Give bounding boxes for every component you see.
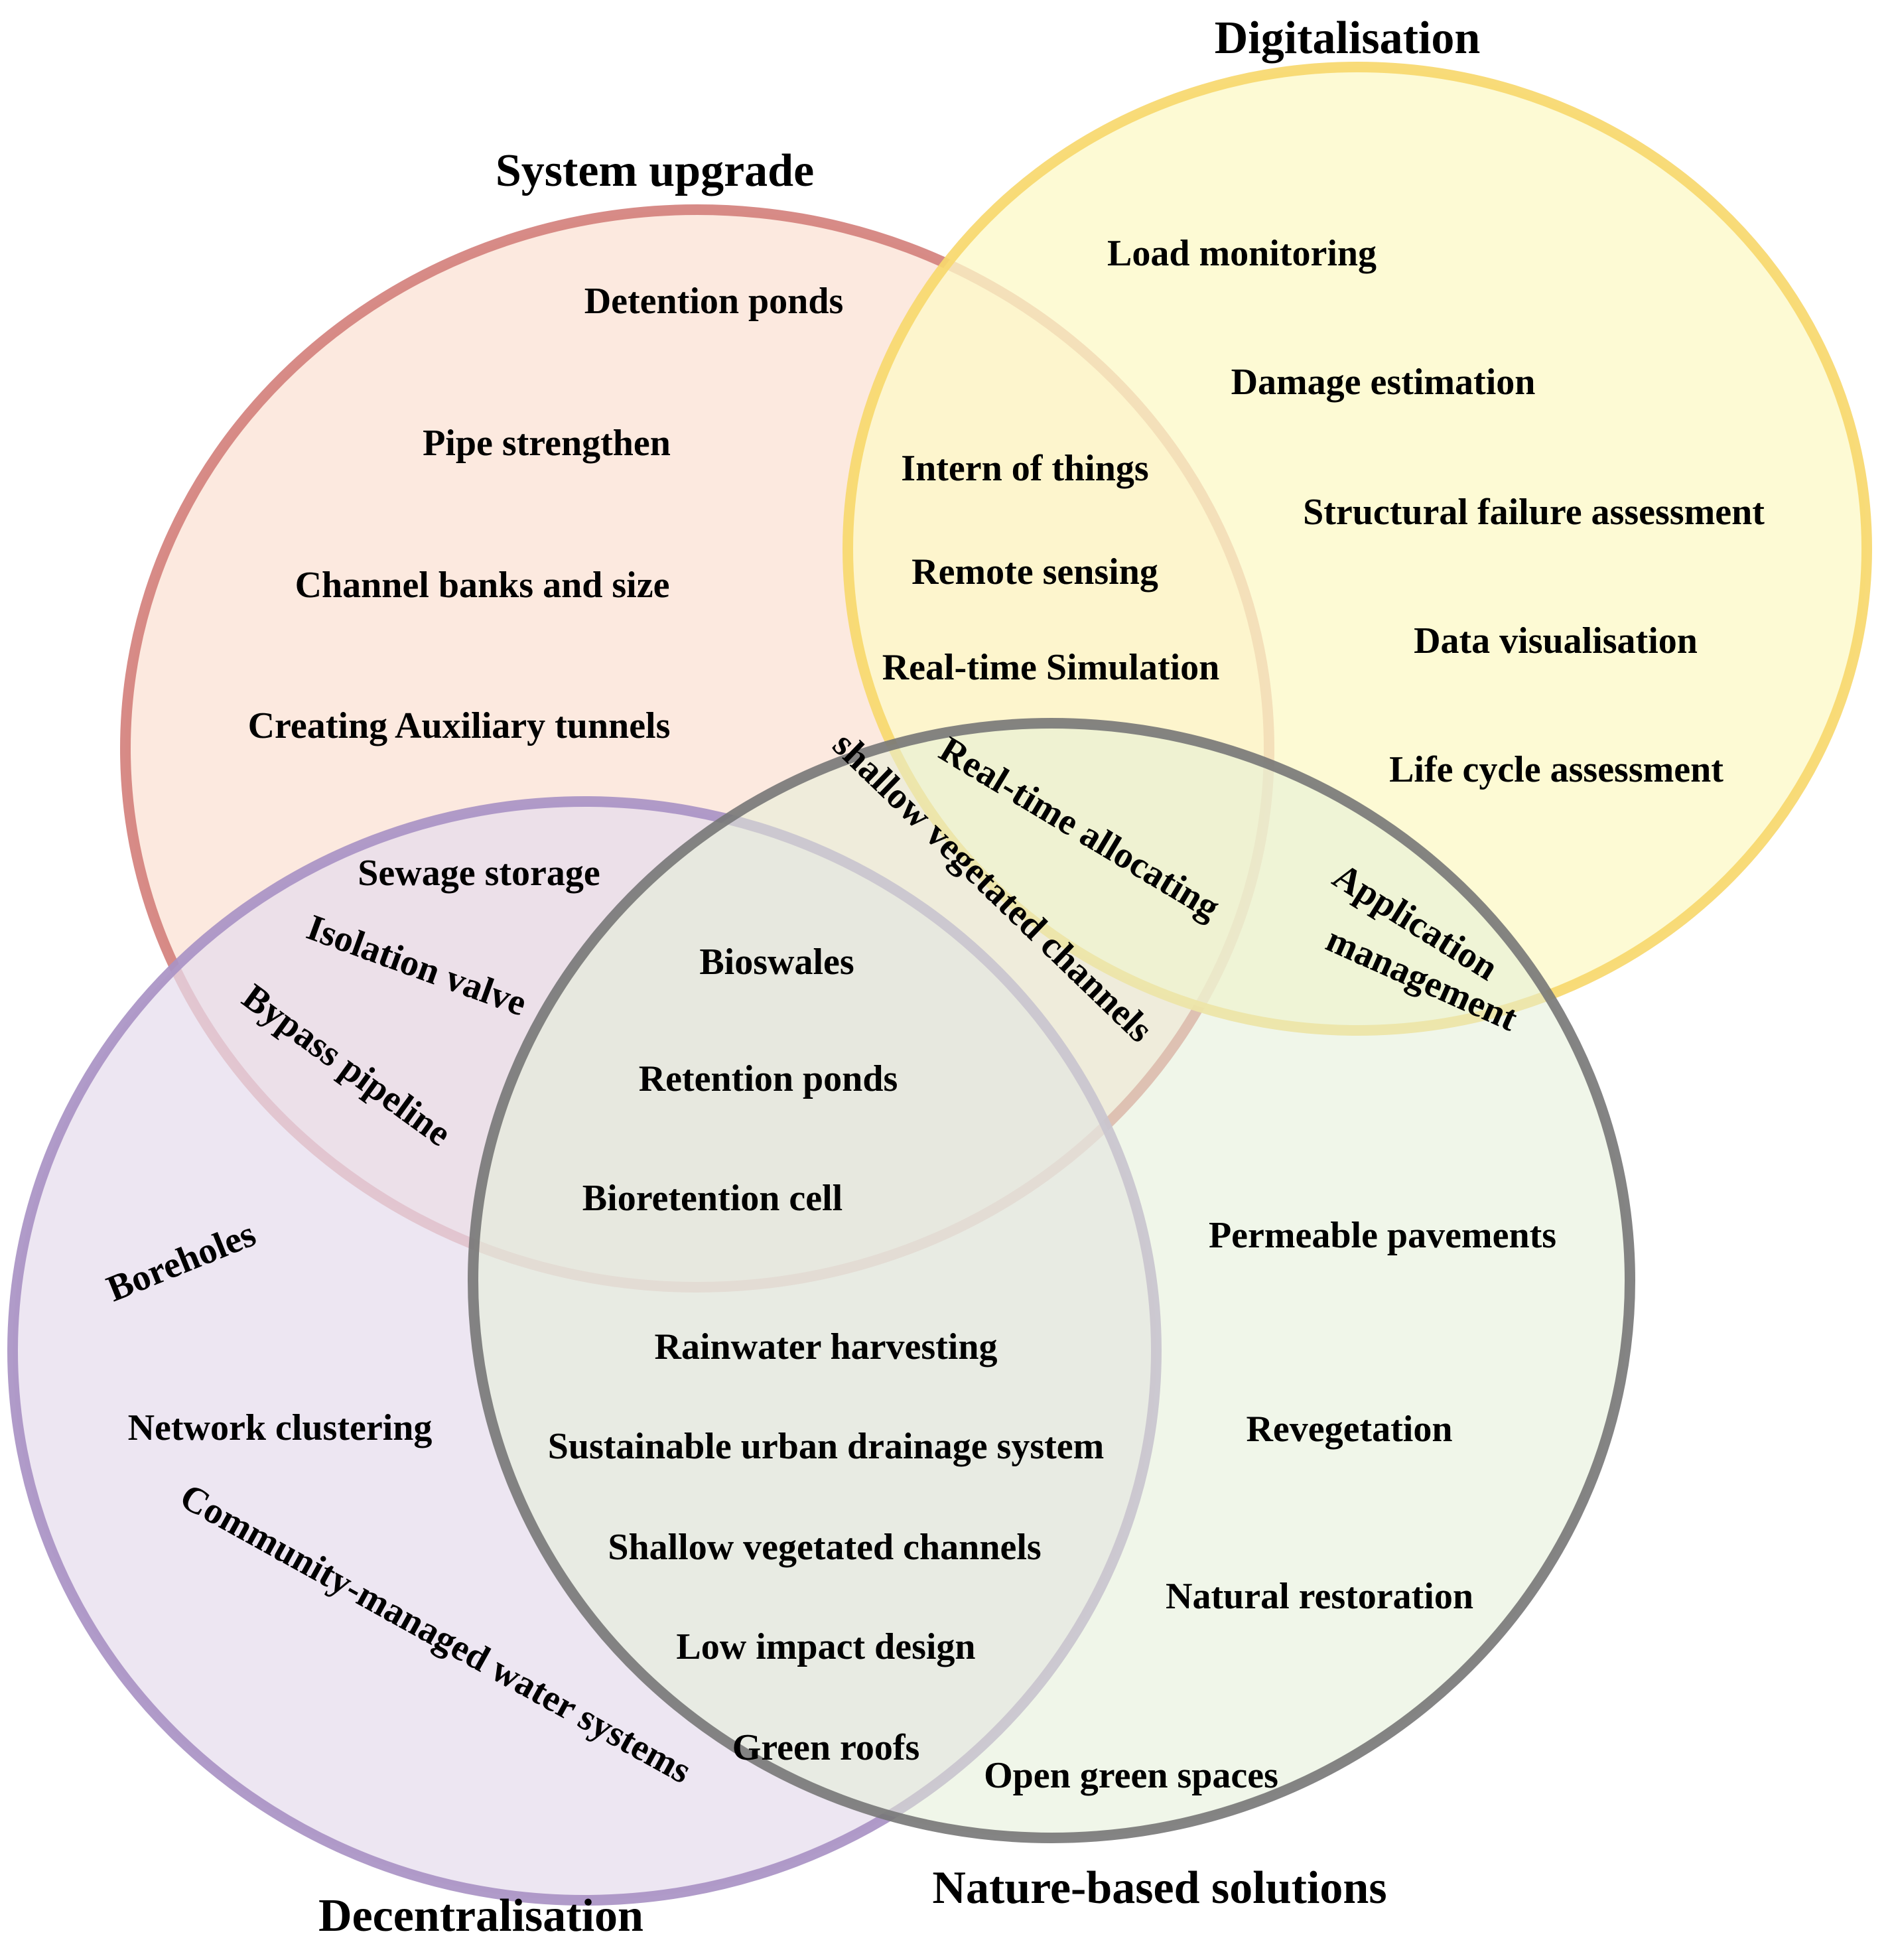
- items-upgrade-digital: Intern of things Remote sensing Real-tim…: [882, 448, 1220, 688]
- items-nature-based: Permeable pavements Revegetation Natural…: [984, 1215, 1556, 1796]
- title-system-upgrade: System upgrade: [496, 145, 814, 196]
- item-pipe-strengthen: Pipe strengthen: [423, 423, 671, 464]
- item-data-visualisation: Data visualisation: [1414, 620, 1698, 662]
- items-digitalisation: Load monitoring Damage estimation Struct…: [1107, 233, 1765, 790]
- item-load-monitoring: Load monitoring: [1107, 233, 1377, 274]
- item-network-clustering: Network clustering: [128, 1407, 433, 1448]
- items-center: Bioswales Retention ponds Bioretention c…: [582, 942, 898, 1219]
- items-decentral-nature: Rainwater harvesting Sustainable urban d…: [548, 1326, 1105, 1768]
- item-revegetation: Revegetation: [1246, 1409, 1452, 1450]
- item-intern-of-things: Intern of things: [901, 448, 1148, 489]
- set-titles: Digitalisation System upgrade Decentrali…: [318, 13, 1480, 1941]
- item-permeable-pavements: Permeable pavements: [1209, 1215, 1556, 1256]
- item-remote-sensing: Remote sensing: [911, 551, 1158, 593]
- item-low-impact-design: Low impact design: [676, 1626, 975, 1667]
- item-life-cycle: Life cycle assessment: [1389, 749, 1723, 790]
- item-detention-ponds: Detention ponds: [584, 281, 844, 322]
- venn-circles: [7, 62, 1872, 1906]
- item-channel-banks: Channel banks and size: [295, 565, 670, 606]
- items-upgrade-decentral: Sewage storage: [358, 853, 600, 894]
- item-bioretention-cell: Bioretention cell: [582, 1178, 843, 1219]
- item-structural-failure: Structural failure assessment: [1303, 492, 1765, 533]
- item-shallow-vegetated-upper: Shallow vegetated channels: [608, 1527, 1041, 1568]
- title-digitalisation: Digitalisation: [1215, 13, 1481, 64]
- item-sewage-storage: Sewage storage: [358, 853, 600, 894]
- item-rainwater-harvesting: Rainwater harvesting: [655, 1326, 998, 1367]
- item-open-green-spaces: Open green spaces: [984, 1755, 1278, 1796]
- item-natural-restoration: Natural restoration: [1166, 1576, 1473, 1617]
- item-retention-ponds: Retention ponds: [639, 1058, 898, 1099]
- item-auxiliary-tunnels: Creating Auxiliary tunnels: [248, 705, 671, 746]
- item-damage-estimation: Damage estimation: [1231, 362, 1536, 403]
- title-decentralisation: Decentralisation: [318, 1890, 643, 1941]
- title-nature-based: Nature-based solutions: [932, 1862, 1386, 1914]
- items-decentralisation: Network clustering: [128, 1407, 433, 1448]
- item-realtime-simulation: Real-time Simulation: [882, 647, 1220, 688]
- item-bioswales: Bioswales: [699, 942, 854, 983]
- item-suds: Sustainable urban drainage system: [548, 1426, 1105, 1467]
- circle-nature-based: [468, 718, 1635, 1843]
- item-green-roofs: Green roofs: [732, 1727, 920, 1768]
- items-system-upgrade: Detention ponds Pipe strengthen Channel …: [248, 281, 844, 746]
